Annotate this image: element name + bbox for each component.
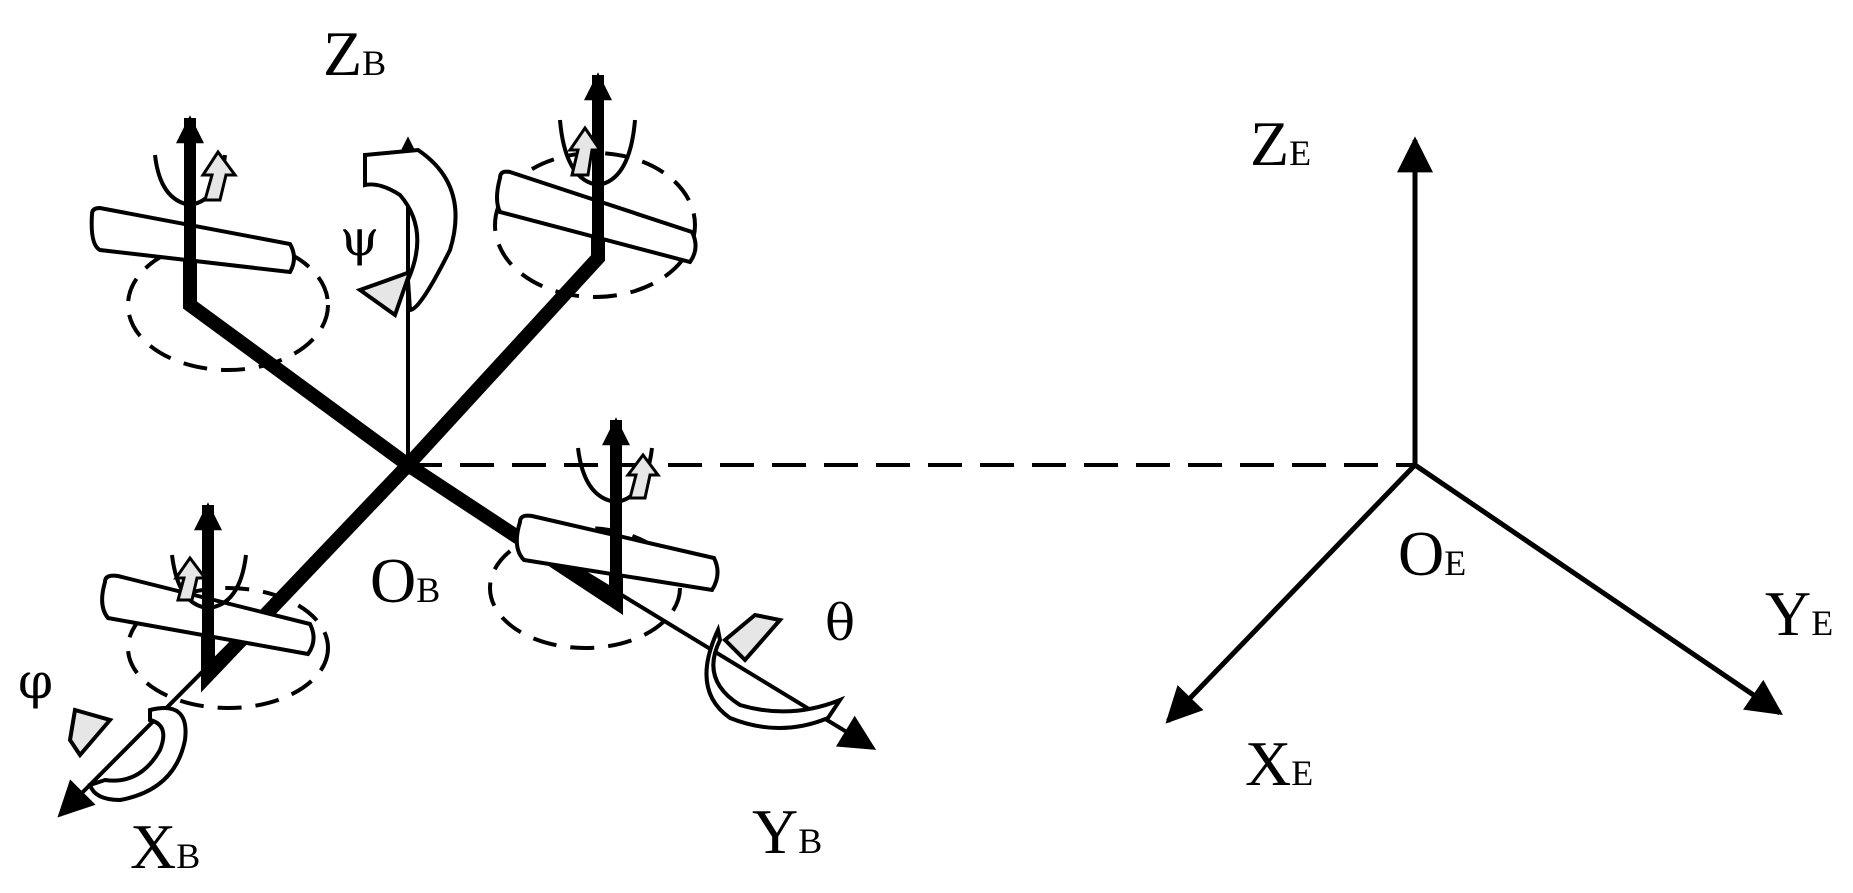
rotor-icon: [100, 502, 330, 710]
earth-y-axis-label: YE: [1765, 578, 1833, 649]
earth-frame: [1165, 136, 1783, 724]
body-x-axis-label: XB: [130, 811, 200, 882]
earth-origin-label: OE: [1398, 518, 1466, 589]
rotor-icon: [488, 417, 720, 650]
body-frame: [57, 72, 877, 818]
body-z-axis-label: ZB: [323, 18, 386, 89]
yaw-angle-label: ψ: [340, 209, 379, 267]
roll-angle-label: φ: [18, 652, 53, 710]
earth-y-axis: [1413, 462, 1783, 716]
body-y-axis-label: YB: [752, 796, 822, 867]
rotation-arrow-icon: [67, 147, 846, 803]
earth-x-axis-label: XE: [1245, 728, 1313, 799]
pitch-angle-label: θ: [825, 594, 855, 652]
arm-back-left: [183, 253, 418, 475]
body-origin-label: OB: [370, 545, 440, 616]
rotor-icon: [493, 72, 698, 299]
rotor-icon: [89, 115, 330, 372]
earth-x-axis: [1165, 463, 1417, 724]
earth-z-axis-label: ZE: [1250, 108, 1311, 179]
